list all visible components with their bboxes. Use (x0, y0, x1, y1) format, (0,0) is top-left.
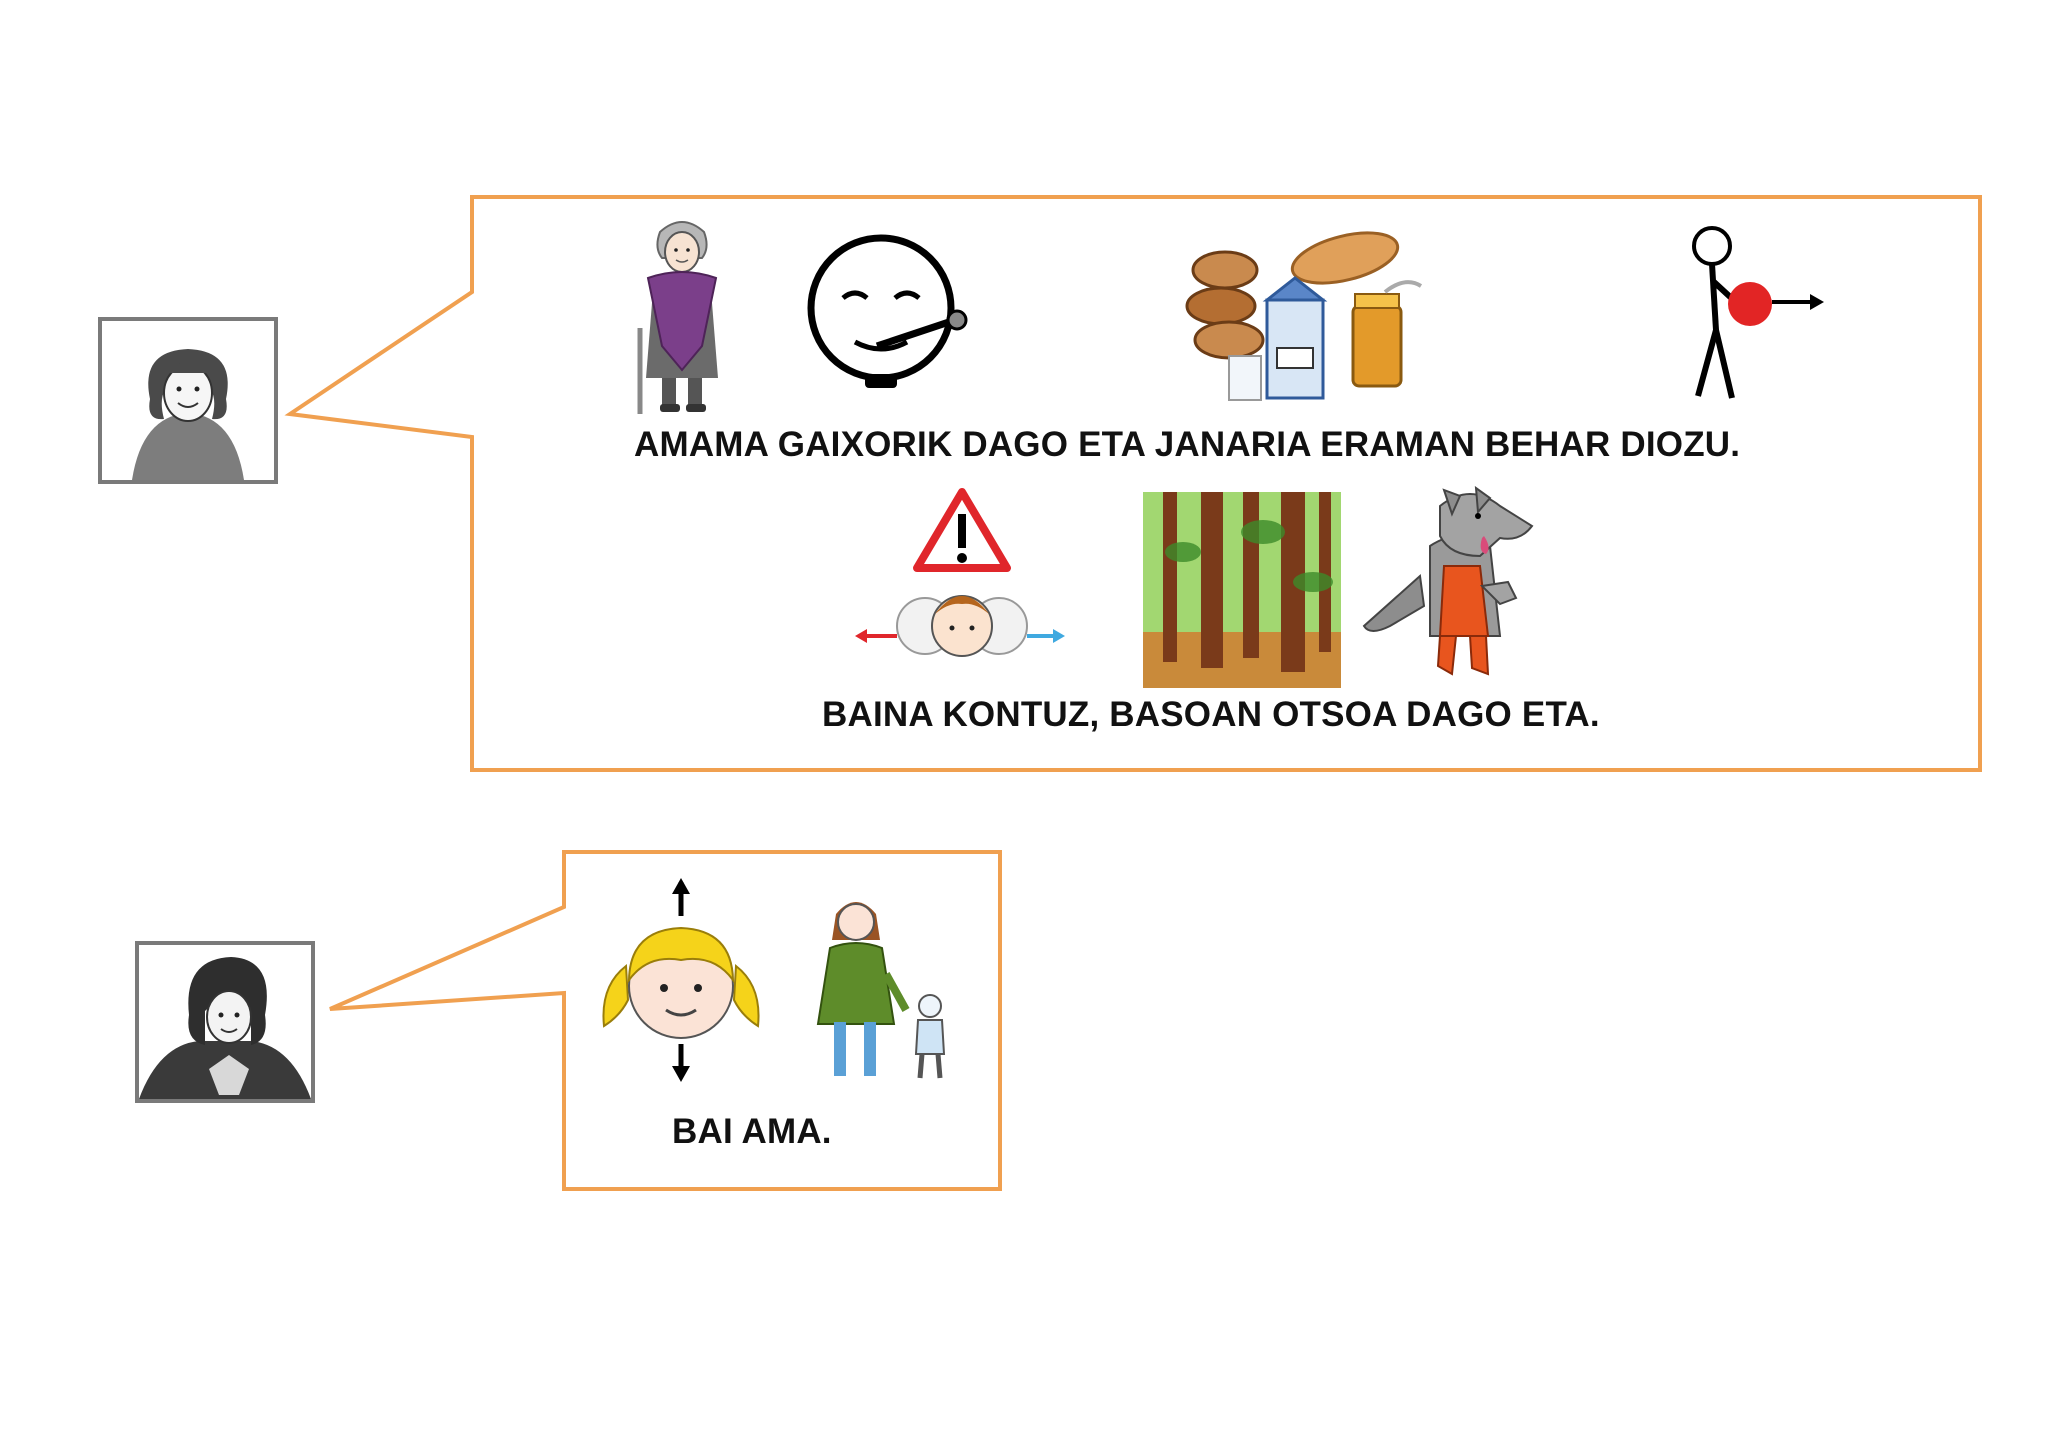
food-icon (1185, 231, 1423, 401)
reply-text: BAI AMA. (672, 1112, 832, 1151)
carry-icon (1692, 226, 1824, 399)
line-1-text: AMAMA GAIXORIK DAGO ETA JANARIA ERAMAN B… (634, 425, 1741, 464)
caution-icon (855, 488, 1065, 657)
mother-avatar (98, 317, 278, 484)
grandmother-icon (637, 221, 718, 414)
girl-avatar (135, 941, 315, 1103)
yes-nod-girl-icon (602, 878, 760, 1082)
sick-face-icon (807, 234, 968, 388)
mother-child-icon (816, 902, 946, 1079)
mother-portrait-icon (132, 349, 244, 480)
wolf-icon (1362, 486, 1534, 676)
forest-icon (1143, 492, 1341, 688)
line-2-text: BAINA KONTUZ, BASOAN OTSOA DAGO ETA. (822, 695, 1600, 734)
red-riding-hood-portrait-icon (139, 957, 311, 1099)
